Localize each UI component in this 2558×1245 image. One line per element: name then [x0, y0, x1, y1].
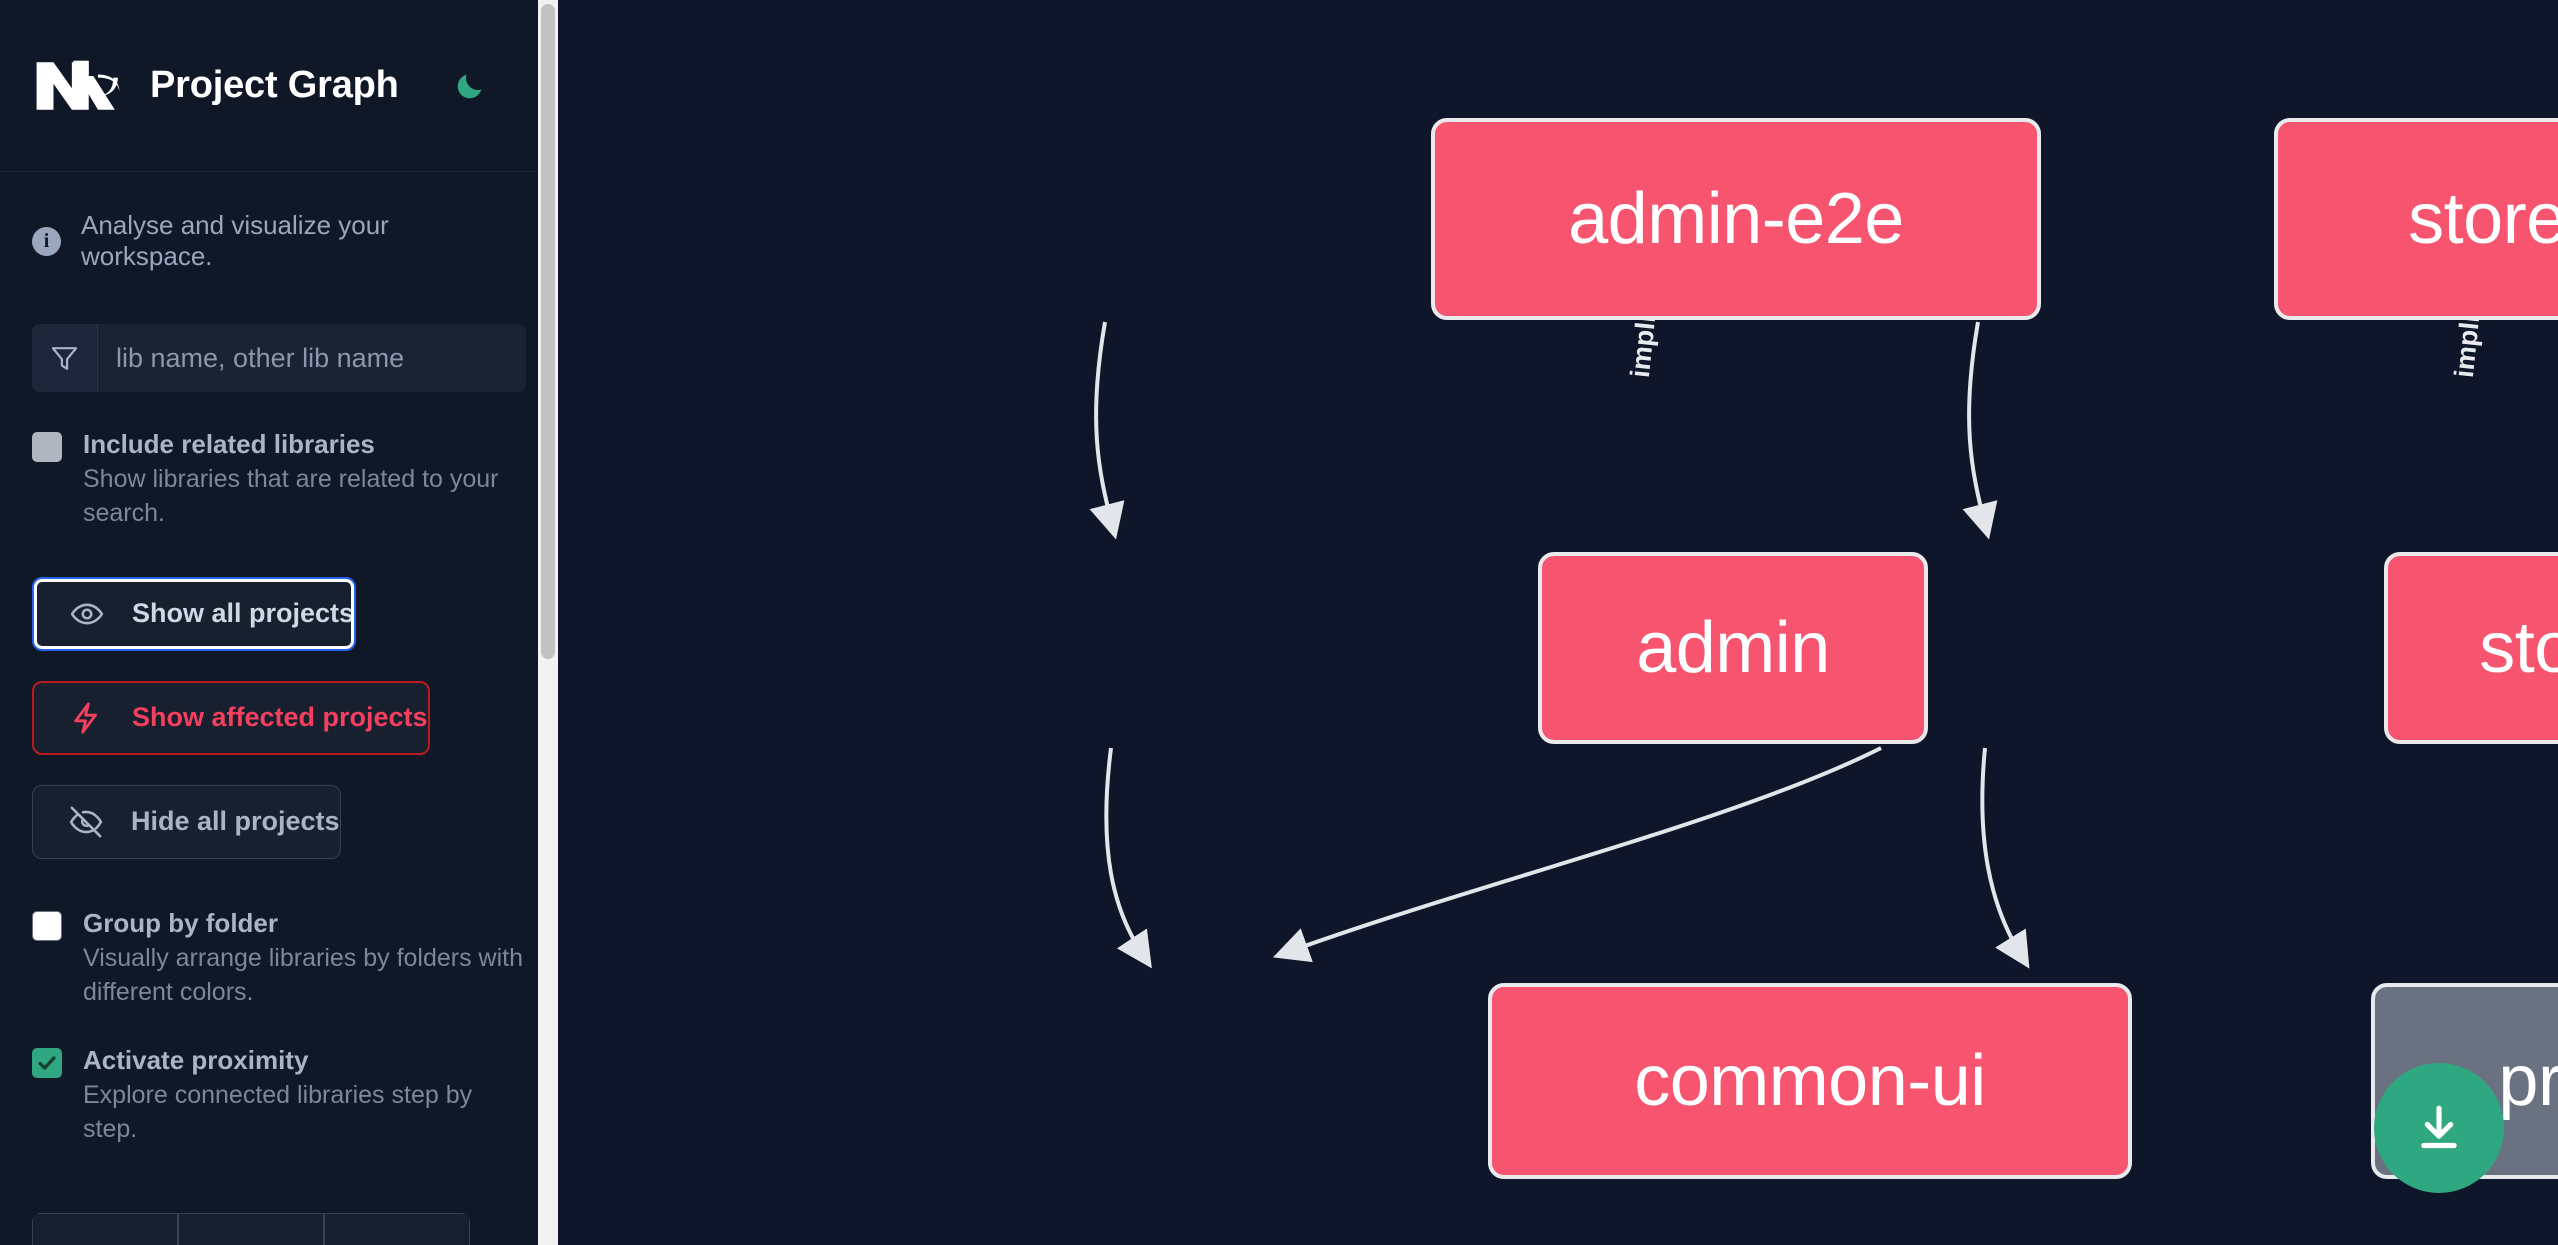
graph-node-admin-e2e[interactable]: admin-e2e — [1431, 118, 2041, 320]
segment-option[interactable] — [324, 1213, 470, 1245]
segment-option[interactable] — [32, 1213, 178, 1245]
eye-icon — [70, 597, 104, 631]
graph-node-common-ui[interactable]: common-ui — [1488, 983, 2132, 1179]
checkbox-box[interactable] — [32, 432, 62, 462]
hide-all-projects-label: Hide all projects — [131, 806, 340, 837]
segmented-control[interactable] — [32, 1213, 470, 1245]
checkbox-group-by-folder[interactable]: Group by folder Visually arrange librari… — [0, 907, 558, 1010]
show-all-projects-button[interactable]: Show all projects — [32, 576, 357, 651]
graph-node-store[interactable]: store — [2384, 552, 2558, 744]
graph-node-admin[interactable]: admin — [1538, 552, 1928, 744]
funnel-icon — [32, 324, 98, 392]
eye-off-icon — [69, 805, 103, 839]
graph-canvas[interactable]: implicit implicit admin-e2e store-e2e ad… — [558, 0, 2558, 1245]
checkbox-box[interactable] — [32, 910, 62, 941]
sidebar: Project Graph i Analyse and visualize yo… — [0, 0, 558, 1245]
filter-field[interactable] — [32, 324, 526, 392]
edge-admin-common-ui — [1104, 747, 1152, 969]
checkbox-label: Group by folder — [83, 907, 278, 938]
edge-store-e2e-store — [1962, 321, 1998, 540]
checkbox-description: Visually arrange libraries by folders wi… — [83, 944, 524, 1006]
page-title: Project Graph — [150, 64, 399, 106]
download-icon — [2411, 1100, 2467, 1156]
edge-store-common-ui — [1272, 746, 1882, 963]
segment-option[interactable] — [178, 1213, 324, 1245]
sidebar-header: Project Graph — [0, 0, 558, 172]
checkbox-box[interactable] — [32, 1047, 62, 1078]
hide-all-projects-button[interactable]: Hide all projects — [32, 784, 341, 859]
search-input[interactable] — [98, 324, 526, 392]
info-icon: i — [32, 226, 61, 256]
download-button[interactable] — [2374, 1063, 2504, 1193]
show-all-projects-label: Show all projects — [132, 598, 355, 629]
checkbox-description: Explore connected libraries step by step… — [83, 1080, 473, 1143]
checkbox-include-related-libraries[interactable]: Include related libraries Show libraries… — [0, 428, 558, 531]
checkbox-activate-proximity[interactable]: Activate proximity Explore connected lib… — [0, 1044, 558, 1147]
edge-admin-e2e-admin — [1089, 321, 1125, 540]
checkbox-label: Include related libraries — [83, 429, 375, 459]
checkbox-label: Activate proximity — [83, 1044, 309, 1075]
moon-icon[interactable] — [447, 63, 493, 109]
tagline-text: Analyse and visualize your workspace. — [81, 210, 389, 271]
tagline-row: i Analyse and visualize your workspace. — [0, 172, 558, 272]
sidebar-scrollbar-thumb[interactable] — [541, 4, 555, 659]
edge-store-products — [1980, 747, 2030, 969]
show-affected-projects-label: Show affected projects — [132, 702, 428, 733]
checkbox-description: Show libraries that are related to your … — [83, 465, 499, 528]
sidebar-scrollbar[interactable] — [538, 0, 558, 1245]
lightning-icon — [70, 701, 104, 735]
show-affected-projects-button[interactable]: Show affected projects — [32, 680, 430, 755]
graph-edges — [1089, 321, 2030, 969]
graph-node-store-e2e[interactable]: store-e2e — [2274, 118, 2558, 320]
nx-logo-icon — [32, 57, 124, 115]
